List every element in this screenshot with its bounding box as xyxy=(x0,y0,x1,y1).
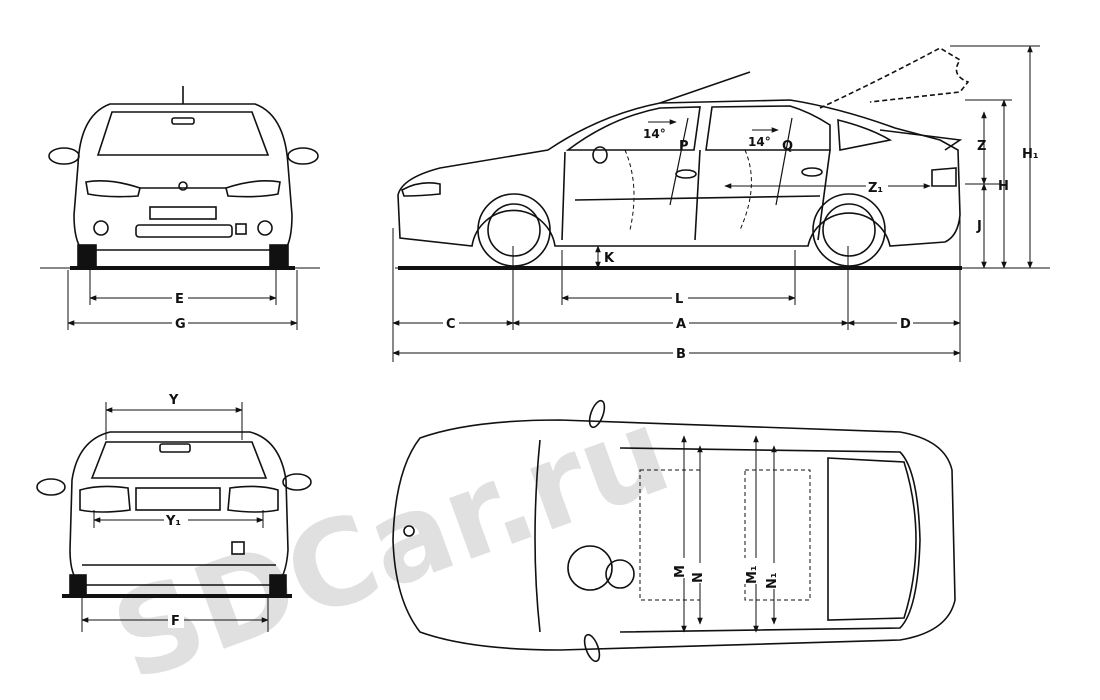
dim-label-f: F xyxy=(171,614,180,629)
dim-label-j: J xyxy=(976,219,982,234)
dim-f-bg xyxy=(168,612,184,628)
angle-label-front: 14° xyxy=(643,127,666,141)
dim-label-q: Q xyxy=(782,139,793,154)
watermark: SDCar.ru xyxy=(96,381,686,700)
front-view xyxy=(40,86,320,270)
dim-b-bg xyxy=(673,345,689,361)
dim-label-z1: Z₁ xyxy=(868,181,883,196)
dim-e-bg xyxy=(172,289,188,305)
dim-label-k: K xyxy=(604,251,615,266)
dim-label-n1: N₁ xyxy=(765,572,780,589)
rear-view xyxy=(36,431,312,598)
dim-label-y: Y xyxy=(168,393,179,408)
dim-label-m: M xyxy=(673,565,688,578)
side-view xyxy=(395,47,1050,270)
dim-l-bg xyxy=(672,289,688,305)
angle-label-rear: 14° xyxy=(748,135,771,149)
dim-label-l: L xyxy=(675,292,683,307)
dim-d-bg xyxy=(897,315,913,331)
dim-g-bg xyxy=(172,315,188,331)
dim-label-h1: H₁ xyxy=(1022,147,1039,162)
dim-c-bg xyxy=(443,315,459,331)
dim-z1-bg xyxy=(866,178,888,194)
dim-label-d: D xyxy=(900,317,911,332)
dim-label-e: E xyxy=(175,292,184,307)
dim-label-h: H xyxy=(998,179,1009,194)
dim-a-bg xyxy=(673,315,689,331)
dim-label-a: A xyxy=(676,317,686,332)
dim-label-y1: Y₁ xyxy=(165,514,181,529)
dim-label-m1: M₁ xyxy=(745,565,760,584)
top-labels: M N M₁ N₁ xyxy=(671,558,780,589)
dim-label-n: N xyxy=(691,572,706,583)
dim-label-z: Z xyxy=(977,139,986,154)
watermark-text: SDCar.ru xyxy=(96,381,686,700)
dim-label-c: C xyxy=(446,317,456,332)
dim-label-b: B xyxy=(676,347,686,362)
dim-y1-bg xyxy=(164,512,188,528)
top-dimensions xyxy=(681,435,777,633)
dim-label-g: G xyxy=(175,317,186,332)
dim-label-p: P xyxy=(679,139,689,154)
